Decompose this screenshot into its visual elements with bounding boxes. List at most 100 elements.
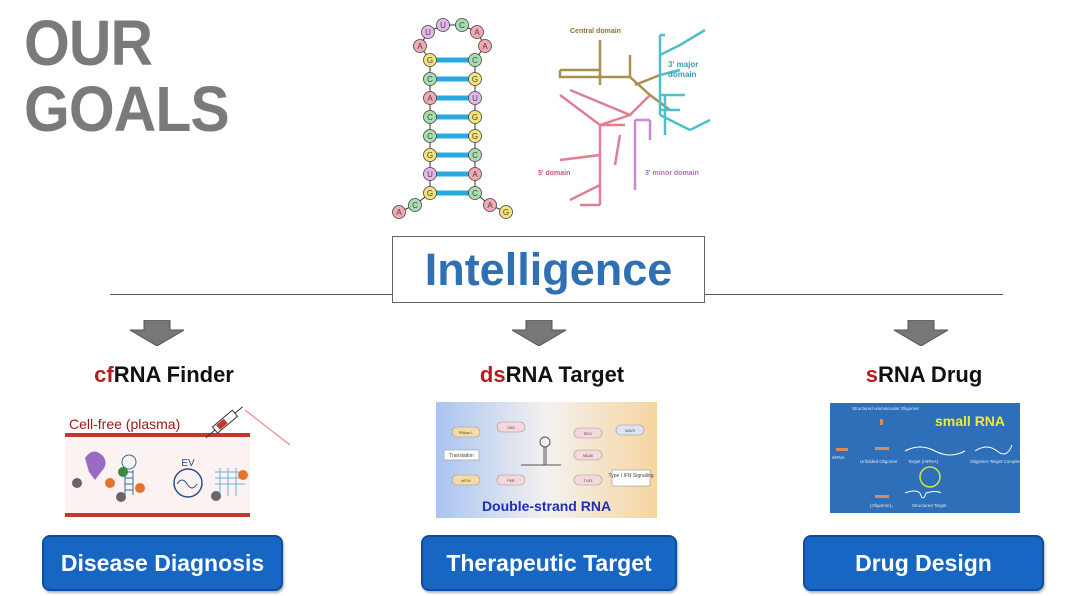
nucleotide: U: [440, 21, 446, 30]
pathway-node-label: RNAse L: [459, 431, 473, 435]
nucleotide-circle: [478, 39, 492, 53]
diagram-label: Structured unimolecular Oligomer: [852, 406, 920, 411]
nucleotide-circle: [436, 18, 450, 32]
heading-dsrna-target: dsRNA Target: [479, 362, 625, 387]
diagram-label: Target (mRNA): [908, 459, 939, 464]
nucleotide-circle: [468, 129, 482, 143]
pathway-node: [573, 427, 603, 439]
nucleotide-circle: [468, 186, 482, 200]
title-line-1: OUR: [24, 7, 153, 79]
small-rna-image: small RNA Structured unimolecular Oligom…: [830, 403, 1020, 513]
pathway-node-label: OAS: [507, 426, 515, 430]
ev-label: EV: [181, 458, 195, 469]
nucleotide: U: [427, 170, 433, 179]
small-rna-caption: small RNA: [935, 413, 1006, 429]
minor-domain-label: 3' minor domain: [645, 170, 699, 177]
disease-diagnosis-button[interactable]: Disease Diagnosis: [42, 535, 283, 591]
pathway-node: [443, 449, 480, 461]
nucleotide: A: [427, 94, 433, 103]
down-arrow-icon: [894, 320, 948, 346]
nucleotide-circle: [468, 110, 482, 124]
nucleotide: C: [427, 75, 433, 84]
nucleotide: G: [427, 189, 433, 198]
nucleotide-circle: [408, 198, 422, 212]
pathway-node-label: RIG-I: [584, 432, 592, 436]
therapeutic-target-button[interactable]: Therapeutic Target: [421, 535, 677, 591]
nucleotide-circle: [423, 148, 437, 162]
intelligence-box: Intelligence: [392, 236, 705, 303]
pathway-node: [496, 421, 526, 433]
nucleotide-circle: [468, 167, 482, 181]
nucleotide: A: [396, 208, 402, 217]
drug-design-button[interactable]: Drug Design: [803, 535, 1044, 591]
pathway-node: [451, 426, 481, 438]
double-strand-caption: Double-strand RNA: [481, 498, 612, 514]
nucleotide-circle: [423, 129, 437, 143]
heading-cfrna-finder: cfRNA Finder: [94, 362, 234, 387]
down-arrow-icon: [512, 320, 566, 346]
nucleotide-circle: [423, 167, 437, 181]
diagram-label: (Oligomer)₂: [870, 503, 893, 508]
nucleotide: G: [472, 132, 478, 141]
nucleotide: C: [459, 21, 465, 30]
pathway-node-label: PKR: [507, 479, 515, 483]
nucleotide: G: [427, 151, 433, 160]
nucleotide-circle: [423, 110, 437, 124]
nucleotide: C: [472, 189, 478, 198]
major-domain-label: 3' major domain: [668, 60, 699, 79]
nucleotide: A: [482, 42, 488, 51]
nucleotide-circle: [470, 25, 484, 39]
cell-free-plasma-image: EV Cell-free (plasma): [65, 400, 290, 522]
nucleotide: U: [425, 28, 431, 37]
nucleotide-circle: [423, 186, 437, 200]
central-domain-label: Central domain: [570, 28, 621, 35]
nucleotide-circle: [423, 91, 437, 105]
nucleotide-circle: [413, 39, 427, 53]
rrna-secondary-structure: Central domain 3' minor domain 5' domain: [538, 28, 711, 207]
nucleotide-circle: [468, 148, 482, 162]
pathway-node: [611, 469, 651, 487]
nucleotide: C: [427, 132, 433, 141]
heading-srna-drug: sRNA Drug: [865, 362, 983, 387]
nucleotide-circle: [423, 72, 437, 86]
slide-title: OUR GOALS: [24, 7, 230, 145]
nucleotide: A: [417, 42, 423, 51]
pathway-node: [451, 474, 481, 486]
pathway-node-label: Translation: [449, 453, 474, 459]
double-strand-rna-image: RNAse L OAS Translation eIF2α PKR RIG-I MAVS MD…: [436, 402, 657, 518]
nucleotide: A: [474, 28, 480, 37]
nucleotide: G: [472, 75, 478, 84]
diagram-label: siRNA: [832, 455, 845, 460]
pathway-node-label: MDA5: [583, 454, 593, 458]
nucleotide-circle: [468, 53, 482, 67]
pathway-node-label: TLR3: [584, 479, 593, 483]
diagram-label: Structured Target: [912, 503, 947, 508]
nucleotide: A: [472, 170, 478, 179]
pathway-node-label: Type I IFN Signaling: [608, 473, 653, 479]
five-domain-label: 5' domain: [538, 170, 570, 177]
nucleotide: C: [472, 151, 478, 160]
nucleotide-circle: [468, 72, 482, 86]
nucleotide-circle: [392, 205, 406, 219]
nucleotide-circle: [421, 25, 435, 39]
dsrna-hairpin-icon: [521, 436, 561, 466]
nucleotide-circle: [499, 205, 513, 219]
pathway-node: [496, 474, 526, 486]
pathway-node-label: eIF2α: [461, 479, 470, 483]
nucleotide-circle: [423, 53, 437, 67]
title-line-2: GOALS: [24, 73, 230, 145]
nucleotide: G: [427, 56, 433, 65]
pathway-node-label: MAVS: [625, 429, 635, 433]
nucleotide: G: [472, 113, 478, 122]
nucleotide: C: [472, 56, 478, 65]
nucleotide: U: [472, 94, 478, 103]
cell-free-caption: Cell-free (plasma): [69, 416, 181, 432]
nucleotide: C: [412, 201, 418, 210]
nucleotide-circle: [468, 91, 482, 105]
pathway-node: [573, 449, 603, 461]
nucleotide-circle: [455, 18, 469, 32]
diagram-label: Oligomer-Target Complex: [970, 459, 1020, 464]
pathway-node: [615, 424, 645, 436]
nucleotide: C: [427, 113, 433, 122]
